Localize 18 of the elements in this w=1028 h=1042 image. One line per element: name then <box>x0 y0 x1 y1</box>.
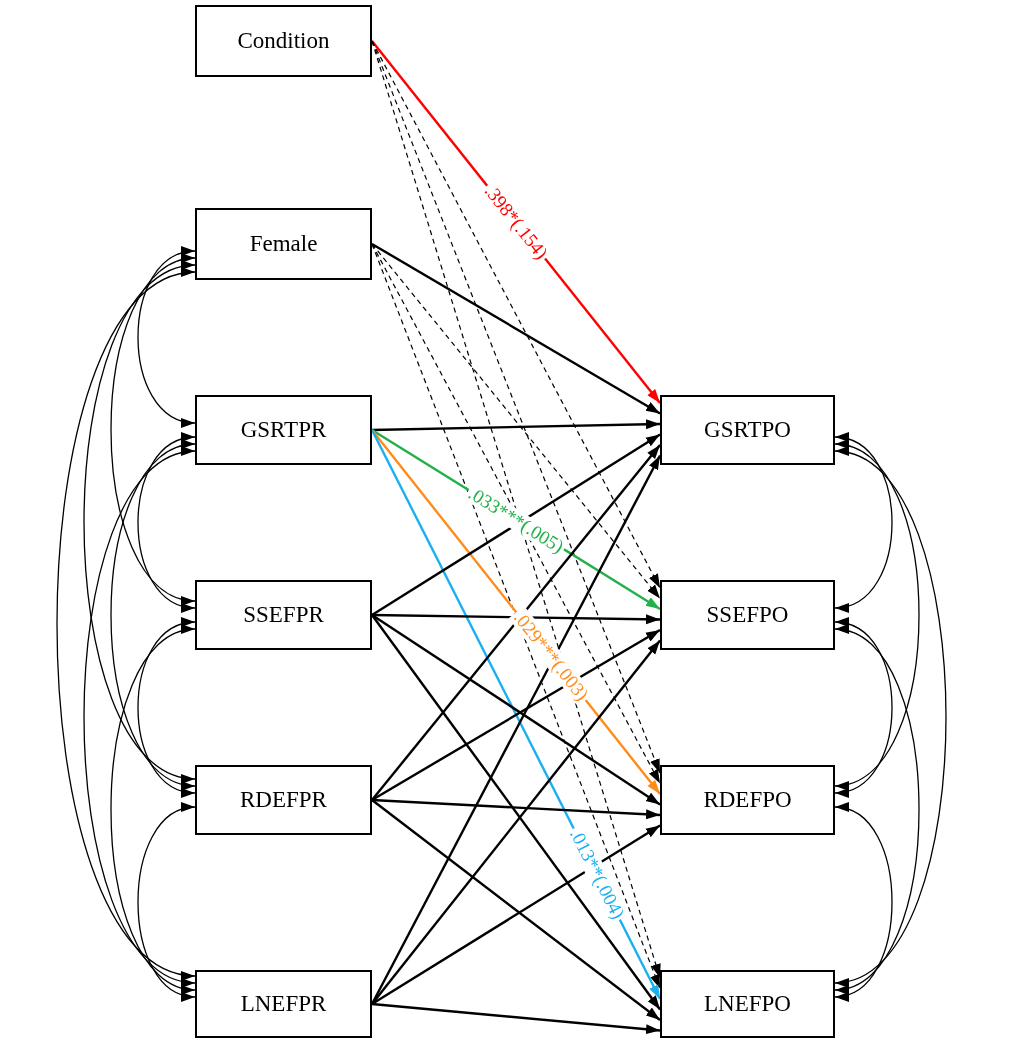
variable-box: GSRTPO <box>660 395 835 465</box>
variable-box: Female <box>195 208 372 280</box>
path-arrow <box>371 242 661 415</box>
path-arrow <box>371 798 661 820</box>
variable-box: LNEFPR <box>195 970 372 1038</box>
variable-box: SSEFPO <box>660 580 835 650</box>
variable-box: RDEFPR <box>195 765 372 835</box>
variable-box: SSEFPR <box>195 580 372 650</box>
variable-box: Condition <box>195 5 372 77</box>
path-arrow <box>372 613 660 625</box>
variable-box: GSRTPR <box>195 395 372 465</box>
path-arrow <box>371 799 661 1021</box>
variable-box: LNEFPO <box>660 970 835 1038</box>
path-arrow <box>371 1002 661 1035</box>
path-arrow <box>371 419 661 432</box>
path-arrow <box>371 824 661 1005</box>
path-arrow <box>371 243 661 600</box>
variable-box: RDEFPO <box>660 765 835 835</box>
